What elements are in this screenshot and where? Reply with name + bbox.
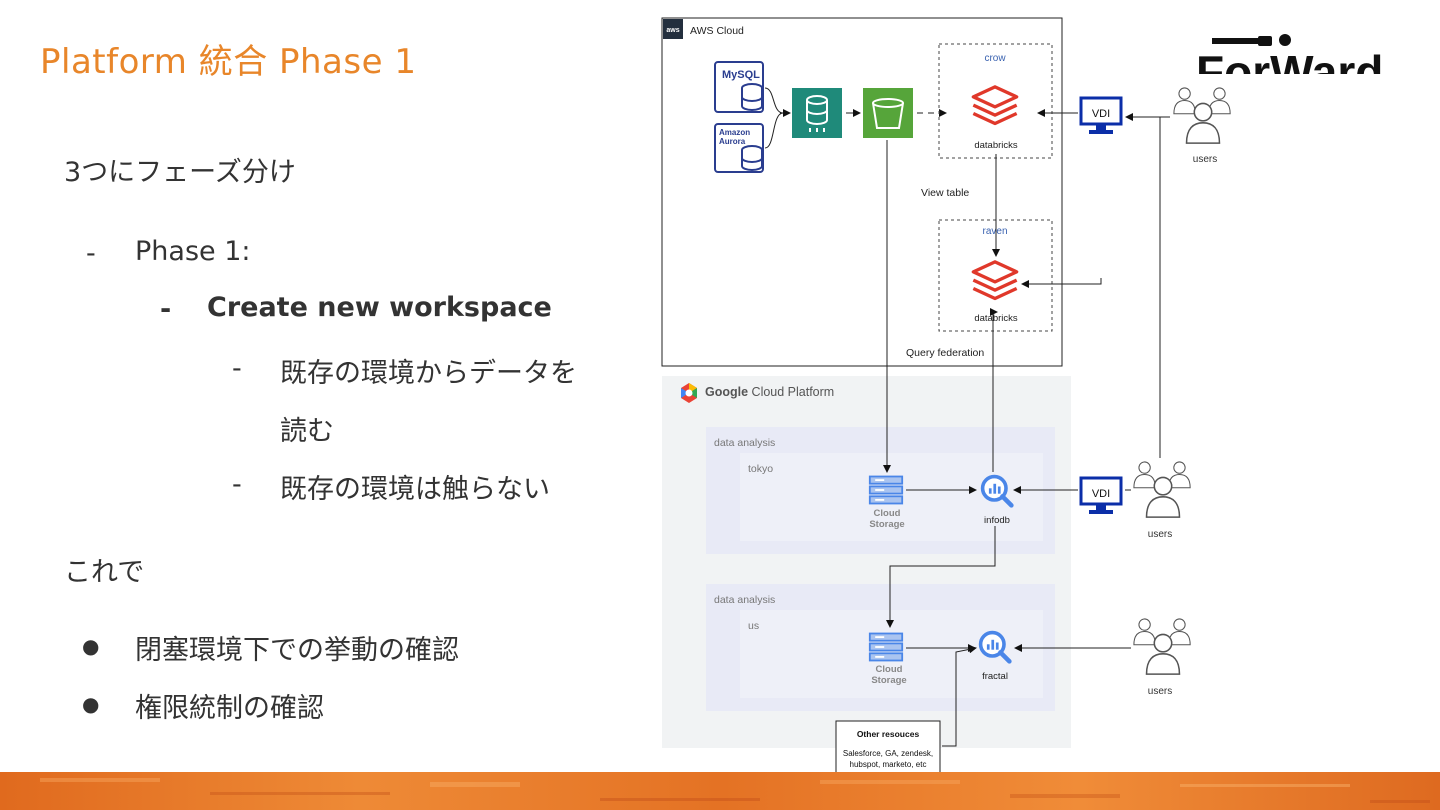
users-icon: [1134, 619, 1190, 674]
bigquery-label: infodb: [984, 515, 1010, 526]
aws-badge-text: aws: [666, 27, 679, 34]
dms-icon: [792, 88, 842, 138]
workspace-label: raven: [982, 226, 1007, 237]
logo-text: ForWard: [1196, 46, 1383, 74]
gcp-title: Google Cloud Platform: [705, 385, 834, 399]
footer-texture: [40, 778, 1430, 803]
users-icon: [1134, 462, 1190, 517]
outline-marker-l3a: -: [232, 353, 242, 384]
footer-band: [0, 772, 1440, 810]
other-resources-list: Salesforce, GA, zendesk,: [843, 749, 933, 758]
vdi-label: VDI: [1092, 488, 1110, 500]
arrow: [886, 526, 996, 628]
outline-marker-l2: -: [160, 294, 172, 325]
zone-label: data analysis: [714, 437, 775, 449]
company-logo: ForWard: [1192, 30, 1406, 74]
vdi-label: VDI: [1092, 108, 1110, 120]
intro-text: 3つにフェーズ分け: [64, 157, 296, 188]
connector: [764, 112, 784, 149]
query-federation-label: Query federation: [906, 347, 984, 359]
storage-label: Storage: [869, 519, 904, 530]
cloud-storage-icon: [868, 475, 904, 505]
goal-item: 閉塞環境下での挙動の確認: [135, 635, 459, 666]
view-table-label: View table: [921, 187, 969, 199]
outline-marker-l1: -: [86, 238, 96, 269]
users-icon: [1174, 88, 1230, 143]
sub-item-2: 既存の環境は触らない: [280, 474, 550, 505]
aurora-label: Aurora: [719, 137, 746, 146]
zone-label: data analysis: [714, 594, 775, 606]
cloud-storage-icon: [868, 632, 904, 662]
storage-label: Storage: [871, 675, 906, 686]
region-label: us: [748, 620, 759, 632]
users-label: users: [1148, 529, 1172, 540]
storage-label: Cloud: [874, 508, 901, 519]
outline-marker-l3b: -: [232, 469, 242, 500]
sub-item-1-line1: 既存の環境からデータを: [280, 358, 577, 389]
other-resources-title: Other resouces: [857, 729, 920, 739]
aurora-db-icon: [741, 145, 763, 171]
goal-bullet: ●: [82, 634, 100, 658]
mysql-label: MySQL: [722, 69, 760, 81]
s3-bucket-icon: [863, 88, 913, 138]
users-label: users: [1148, 686, 1172, 697]
region-label: tokyo: [748, 463, 773, 475]
phase-label: Phase 1:: [135, 236, 251, 267]
aws-badge-icon: [663, 19, 683, 39]
goal-item: 権限統制の確認: [135, 693, 324, 724]
goal-bullet: ●: [82, 692, 100, 716]
connector: [764, 87, 784, 114]
workspace-label: crow: [984, 53, 1006, 64]
other-resources-list: hubspot, marketo, etc: [850, 760, 927, 769]
gcp-logo-icon: [681, 383, 697, 403]
logo-wordmark: ForWard: [1192, 34, 1406, 74]
databricks-label: databricks: [974, 313, 1018, 324]
arrow: [942, 645, 977, 747]
conclusion-text: これで: [64, 557, 145, 588]
aurora-label: Amazon: [719, 128, 750, 137]
storage-label: Cloud: [876, 664, 903, 675]
bigquery-label: fractal: [982, 671, 1008, 682]
aws-title: AWS Cloud: [690, 25, 744, 37]
other-resources-box: [835, 720, 941, 774]
users-label: users: [1193, 154, 1217, 165]
slide-title: Platform 統合 Phase 1: [40, 42, 417, 82]
databricks-label: databricks: [974, 140, 1018, 151]
mysql-db-icon: [741, 83, 763, 111]
task-label: Create new workspace: [207, 292, 552, 323]
arrow: [1021, 278, 1102, 288]
sub-item-1-line2: 読む: [280, 416, 334, 447]
arrow: [990, 308, 998, 472]
